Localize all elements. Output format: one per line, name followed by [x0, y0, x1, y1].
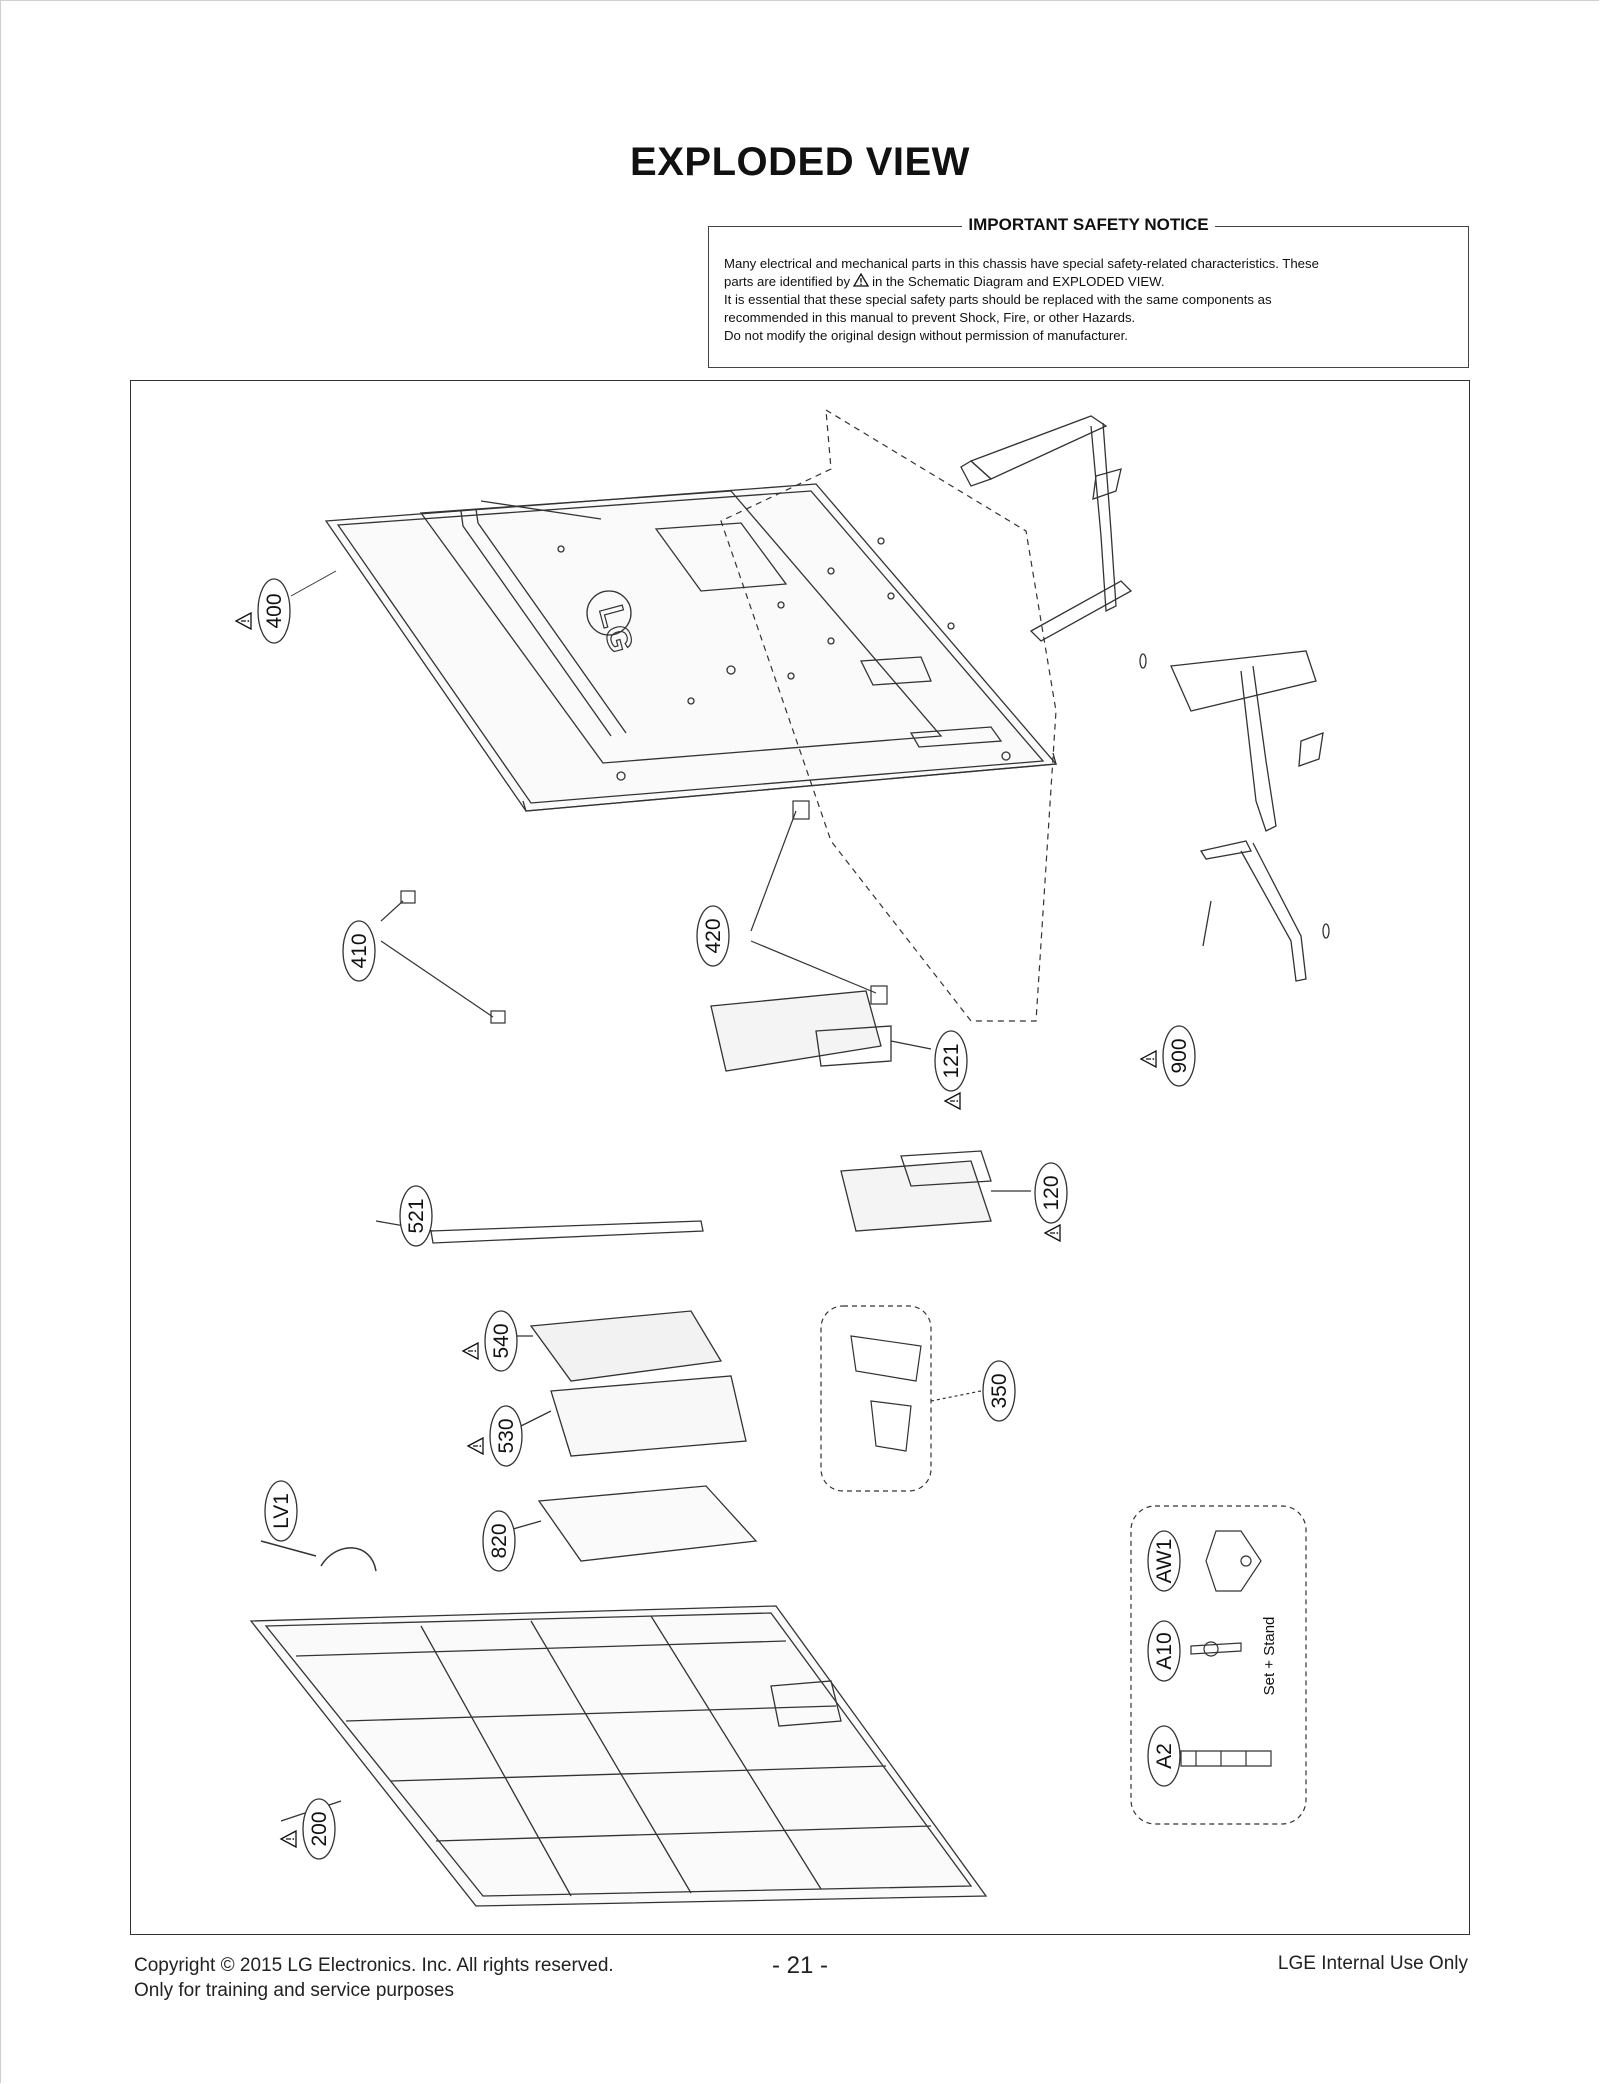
svg-text:530: 530 — [495, 1418, 518, 1453]
purpose-text: Only for training and service purposes — [134, 1980, 454, 2001]
callout-530: 530 — [467, 1405, 523, 1467]
svg-text:540: 540 — [490, 1323, 513, 1358]
safety-notice-title: IMPORTANT SAFETY NOTICE — [962, 215, 1215, 234]
warning-triangle-icon — [853, 273, 870, 287]
page-number: - 21 - — [771, 1952, 828, 1979]
exploded-view-diagram: LG — [130, 380, 1470, 1935]
callout-a10: A10 — [1147, 1620, 1181, 1682]
callout-400: 400 — [235, 570, 337, 644]
callout-350: 350 — [982, 1360, 1016, 1422]
svg-text:A2: A2 — [1153, 1743, 1176, 1769]
safety-notice-body: Many electrical and mechanical parts in … — [724, 255, 1453, 345]
power-supply-part — [710, 990, 932, 1072]
stand-part-group — [720, 408, 1330, 1022]
callout-420: 420 — [696, 905, 730, 967]
callout-410: 410 — [342, 920, 376, 982]
callout-820: 820 — [482, 1510, 516, 1572]
internal-use-text: LGE Internal Use Only — [1277, 1953, 1468, 1974]
svg-text:410: 410 — [348, 933, 371, 968]
svg-text:350: 350 — [988, 1373, 1011, 1408]
clip-parts — [380, 800, 888, 1024]
svg-text:820: 820 — [488, 1523, 511, 1558]
callout-a2: A2 — [1147, 1725, 1181, 1787]
notice-line-part: parts are identified by — [724, 274, 851, 289]
svg-text:900: 900 — [1168, 1038, 1191, 1073]
svg-text:A10: A10 — [1153, 1632, 1176, 1669]
callout-lv1: LV1 — [264, 1480, 298, 1542]
cable-part — [260, 1540, 377, 1572]
svg-text:521: 521 — [405, 1198, 428, 1233]
notice-line-part: in the Schematic Diagram and EXPLODED VI… — [872, 274, 1165, 289]
callout-521: 521 — [399, 1185, 433, 1247]
svg-text:120: 120 — [1040, 1175, 1063, 1210]
accessory-note: Set + Stand — [1261, 1617, 1278, 1696]
callout-121: 121 — [934, 1030, 968, 1110]
diagram-canvas: LG — [235, 408, 1330, 1907]
speaker-bracket-group — [820, 1305, 982, 1492]
callout-aw1: AW1 — [1147, 1530, 1181, 1592]
svg-text:200: 200 — [308, 1811, 331, 1846]
back-cover-part: LG — [324, 483, 1058, 812]
notice-line: It is essential that these special safet… — [724, 292, 1272, 307]
pcb-parts — [506, 1310, 747, 1457]
frame-part — [249, 1605, 988, 1907]
notice-line: parts are identified by in the Schematic … — [724, 273, 1453, 291]
notice-line: Do not modify the original design withou… — [724, 328, 1128, 343]
main-board-part — [840, 1150, 1031, 1232]
shield-sheet-part — [505, 1485, 758, 1562]
notice-line: Many electrical and mechanical parts in … — [724, 256, 1319, 271]
svg-text:420: 420 — [702, 918, 725, 953]
svg-text:LV1: LV1 — [270, 1493, 293, 1529]
page-title: EXPLODED VIEW — [630, 140, 970, 184]
callout-540: 540 — [462, 1310, 518, 1372]
callout-200: 200 — [280, 1798, 336, 1860]
svg-text:AW1: AW1 — [1153, 1539, 1176, 1584]
callout-900: 900 — [1140, 1025, 1196, 1087]
safety-notice-box: IMPORTANT SAFETY NOTICE Many electrical … — [708, 215, 1469, 368]
notice-line: recommended in this manual to prevent Sh… — [724, 310, 1136, 325]
footer-left: Copyright © 2015 LG Electronics. Inc. Al… — [134, 1953, 614, 2003]
callout-120: 120 — [1034, 1162, 1068, 1242]
copyright-text: Copyright © 2015 LG Electronics. Inc. Al… — [134, 1955, 614, 1976]
svg-text:121: 121 — [940, 1043, 963, 1078]
accessories-group — [1130, 1505, 1307, 1825]
svg-text:400: 400 — [263, 593, 286, 628]
